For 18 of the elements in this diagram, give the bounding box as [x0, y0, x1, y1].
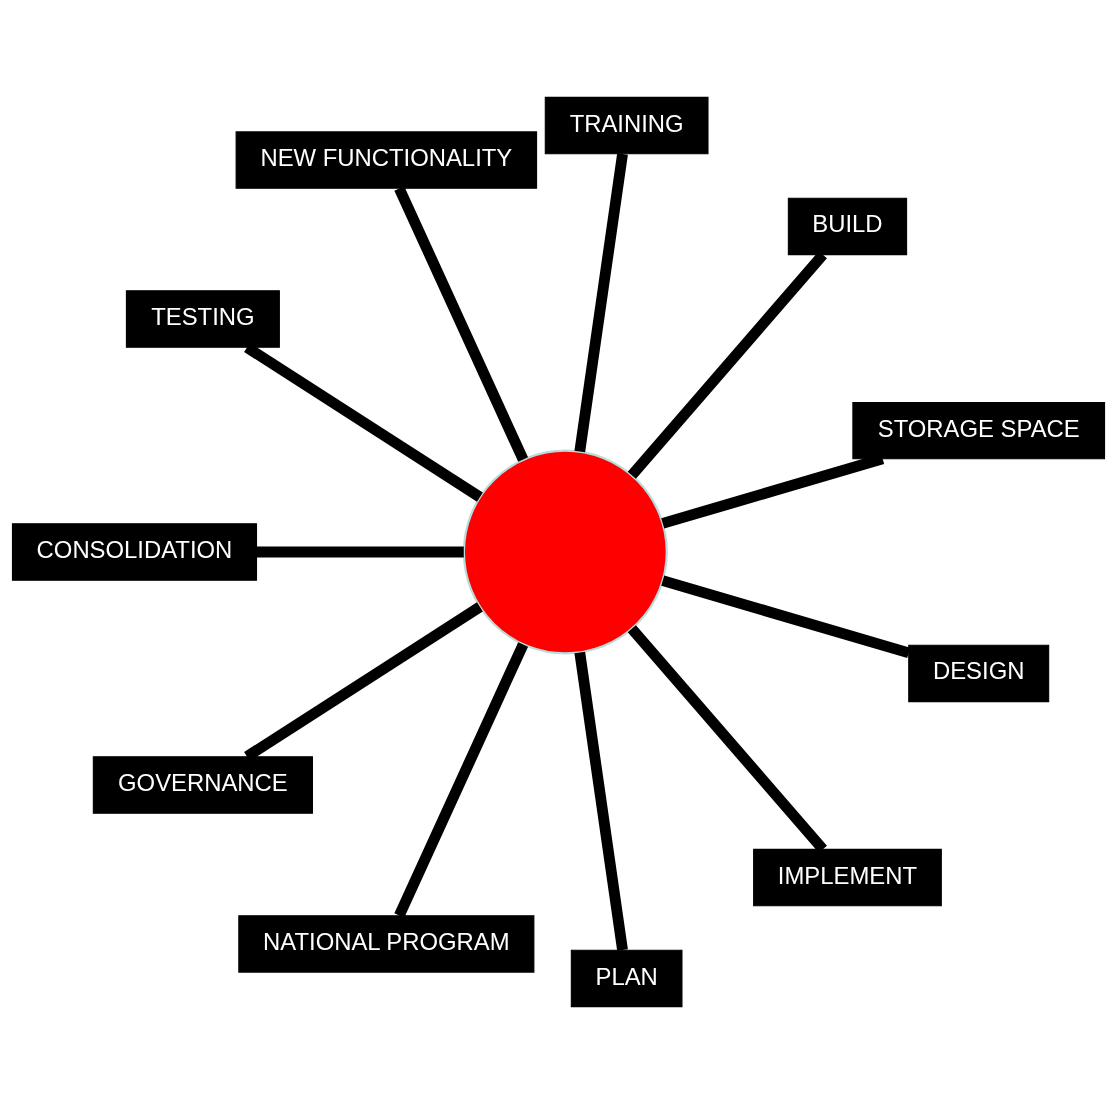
node-box: TESTING — [125, 290, 280, 348]
connector — [574, 153, 628, 453]
connector — [394, 186, 529, 462]
node-box: NEW FUNCTIONALITY — [235, 131, 538, 189]
connector — [256, 546, 464, 558]
node-box: GOVERNANCE — [92, 756, 313, 814]
node-box: TRAINING — [544, 96, 709, 155]
node-box: DESIGN — [908, 644, 1050, 703]
node-box: STORAGE SPACE — [852, 401, 1106, 460]
connector — [394, 642, 529, 918]
node-box: IMPLEMENT — [753, 848, 942, 907]
connector — [661, 575, 911, 659]
connector — [574, 651, 628, 951]
node-box: BUILD — [787, 197, 908, 256]
node-circle — [462, 449, 668, 655]
node-box: CONSOLIDATION — [11, 523, 258, 581]
node-box: NATIONAL PROGRAM — [238, 915, 535, 973]
node-box: PLAN — [570, 949, 683, 1008]
